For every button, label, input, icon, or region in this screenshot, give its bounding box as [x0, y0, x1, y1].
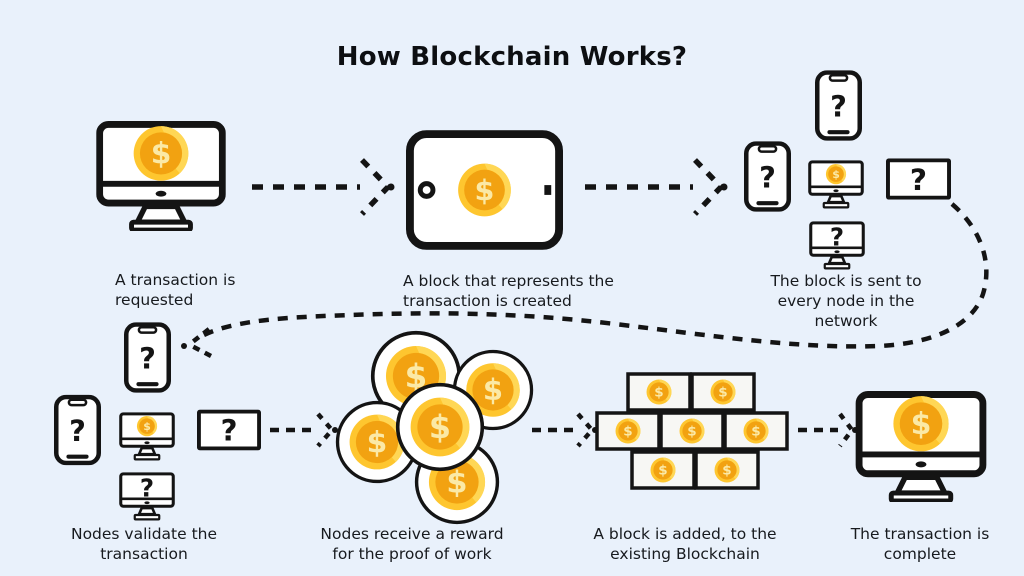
dashed-arrow-step1-step2 [252, 158, 395, 216]
monitor-question-icon [809, 221, 865, 272]
caption-step-3: The block is sent to every node in the n… [770, 272, 922, 330]
monitor-question-icon [119, 472, 175, 523]
tablet-coin-icon [406, 130, 563, 250]
page-title: How Blockchain Works? [336, 42, 688, 72]
node-question-icon [886, 158, 951, 200]
dashed-arrow-step2-step3 [585, 158, 728, 216]
node-question-icon [197, 409, 261, 451]
monitor-coin-small-icon [119, 412, 175, 463]
dashed-arrow-step6-step7 [798, 412, 858, 448]
dashed-curve-step3-step4 [181, 202, 989, 358]
caption-step-1: A transaction is requested [115, 271, 236, 309]
phone-question-icon [744, 141, 791, 212]
reward-coins-icon [330, 326, 546, 528]
phone-question-icon [815, 70, 862, 141]
phone-question-icon [54, 394, 101, 466]
caption-step-6: A block is added, to the existing Blockc… [593, 525, 777, 563]
monitor-coin-icon [96, 121, 226, 231]
monitor-coin-icon [855, 391, 987, 502]
phone-question-icon [124, 322, 171, 393]
caption-step-7: The transaction is complete [850, 525, 990, 563]
caption-step-2: A block that represents the transaction … [403, 272, 614, 310]
caption-step-4: Nodes validate the transaction [70, 525, 218, 563]
caption-step-5: Nodes receive a reward for the proof of … [320, 525, 504, 563]
monitor-coin-small-icon [808, 160, 864, 211]
blockchain-wall-icon [595, 372, 790, 490]
dashed-arrow-step4-step5 [270, 412, 338, 448]
